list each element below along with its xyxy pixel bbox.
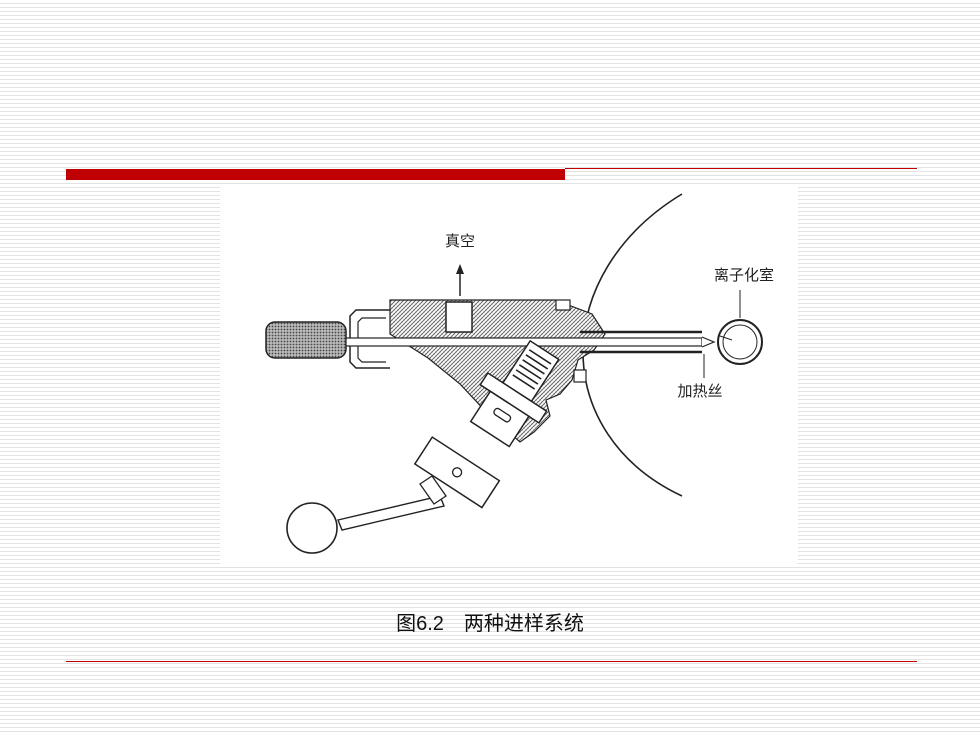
probe-body (389, 299, 606, 443)
lever-block (413, 436, 501, 509)
sample-inlet-diagram: 真空 离子化室 加热丝 (220, 184, 798, 566)
label-ion-chamber: 离子化室 (714, 266, 774, 284)
caption-title: 两种进样系统 (463, 611, 584, 635)
caption-number: 6.2 (416, 613, 444, 635)
probe-grip (265, 321, 347, 359)
label-vacuum: 真空 (445, 232, 475, 250)
lever-knob (286, 502, 338, 554)
figure-caption: 图6.2 两种进样系统 (0, 607, 980, 636)
vacuum-arrow-icon (456, 264, 464, 274)
vacuum-port (445, 301, 473, 333)
title-accent-line (565, 168, 917, 169)
title-accent-bar (66, 169, 565, 180)
valve-assembly (469, 339, 560, 448)
ion-chamber-ring (717, 319, 763, 365)
caption-prefix: 图 (396, 611, 417, 635)
lever-arm (337, 495, 445, 531)
probe-rod (345, 337, 703, 347)
label-heater: 加热丝 (677, 382, 722, 400)
footer-rule (66, 661, 917, 662)
